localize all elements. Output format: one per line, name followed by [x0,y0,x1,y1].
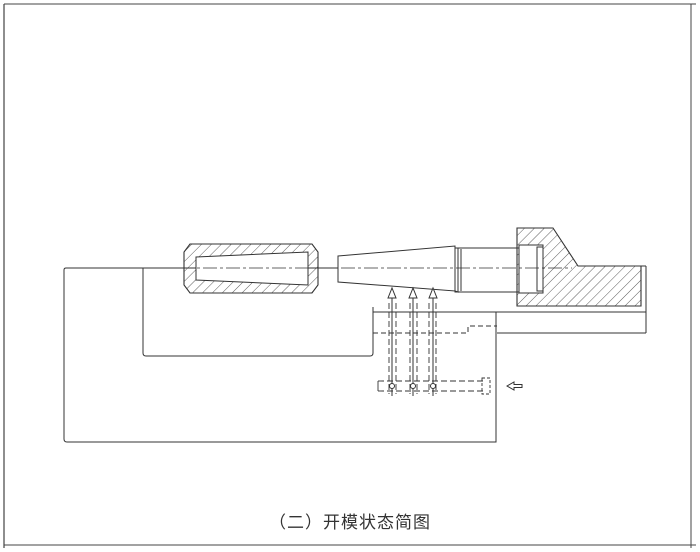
drawing-caption: （二）开模状态简图 [269,513,431,533]
ejection-arrows [387,286,523,396]
molded-part [183,243,319,294]
ejector-channels [377,303,491,395]
cavity-pocket [142,268,374,357]
core-holder [516,227,642,307]
core-pin [337,245,523,293]
side-plate [373,265,647,334]
sheet-border [3,3,696,548]
